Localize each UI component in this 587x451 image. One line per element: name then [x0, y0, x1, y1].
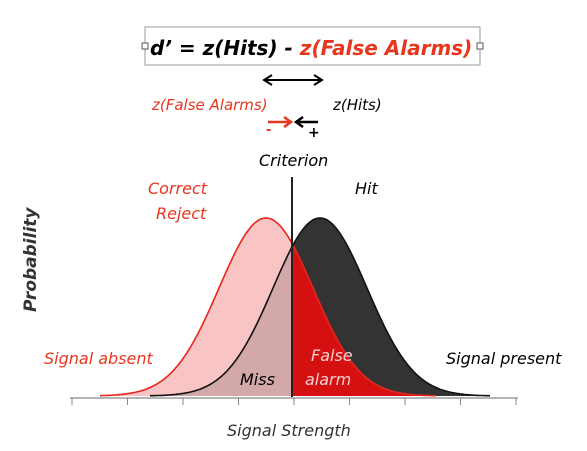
double-arrow-icon [262, 74, 324, 86]
shift-hits-label: z(Hits) [332, 96, 382, 114]
formula: d’ = z(Hits) - z(False Alarms) [150, 36, 472, 60]
minus-sign: - [266, 123, 271, 138]
false-alarm-label-2: alarm [305, 370, 351, 389]
distributions [99, 177, 490, 397]
plus-sign: + [308, 125, 320, 141]
x-axis-label: Signal Strength [227, 421, 351, 440]
y-axis-label: Probability [21, 207, 41, 312]
criterion-label: Criterion [259, 151, 328, 170]
correct-reject-label-2: Reject [156, 204, 207, 223]
noise-distribution-curve [99, 217, 436, 397]
signal-distribution-curve [150, 217, 490, 397]
miss-label: Miss [240, 370, 275, 389]
hit-label: Hit [355, 179, 378, 198]
correct-reject-label-1: Correct [148, 179, 208, 198]
x-axis [70, 397, 518, 405]
miss-region [150, 246, 292, 396]
false-alarm-region [292, 243, 436, 396]
false-alarm-label-1: False [311, 346, 353, 365]
arrow-right-icon [268, 115, 294, 129]
signal-present-label: Signal present [446, 349, 562, 368]
formula-box-handle-right[interactable] [476, 42, 484, 50]
formula-box-handle-left[interactable] [141, 42, 149, 50]
formula-box[interactable] [144, 26, 481, 66]
signal-absent-label: Signal absent [44, 349, 154, 368]
arrow-left-icon [293, 115, 318, 129]
shift-fa-label: z(False Alarms) [151, 96, 268, 114]
